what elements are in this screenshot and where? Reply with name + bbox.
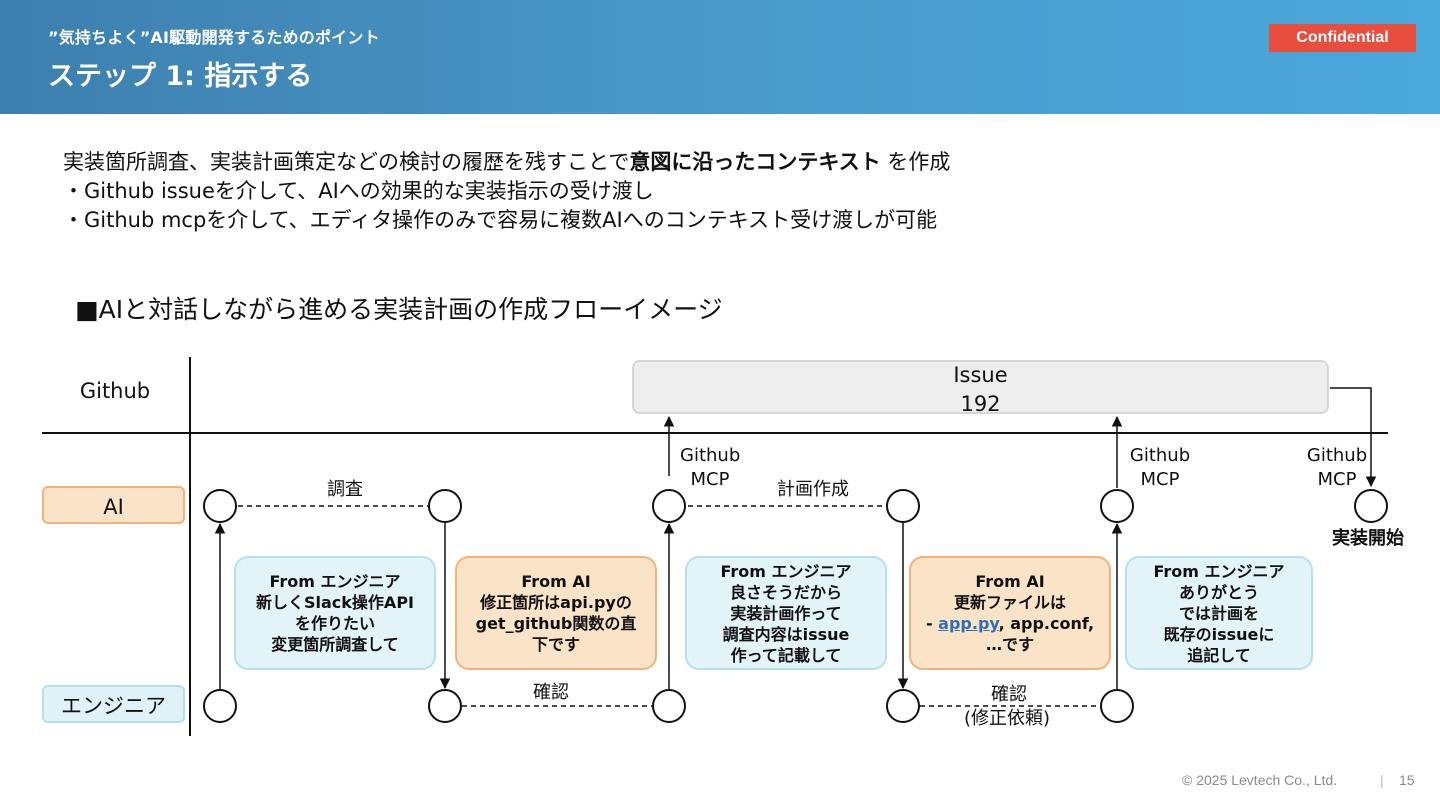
edge-label-plan: 計画作成 [777, 479, 849, 500]
start-implementation-label: 実装開始 [1332, 528, 1404, 549]
mcp-label-3-line-1: Github [1306, 445, 1368, 466]
lane-label-github: Github [79, 379, 151, 403]
node-ai-4 [886, 489, 920, 523]
mcp-label-1: Github MCP [680, 444, 740, 492]
intro-line-2: ・Github issueを介して、AIへの効果的な実装指示の受け渡し [63, 179, 654, 203]
issue-box: Issue 192 [632, 360, 1329, 416]
bubble-3-from: From エンジニア [720, 561, 852, 581]
edge-label-confirm-2-sub: (修正依頼) [964, 708, 1051, 729]
intro-text: 実装箇所調査、実装計画策定などの検討の履歴を残すことで意図に沿ったコンテキスト … [63, 148, 950, 235]
message-bubble-ai-2: From AI 更新ファイルは - app.py, app.conf, …です [909, 556, 1111, 670]
message-bubble-ai-1: From AI 修正箇所はapi.pyの get_github関数の直 下です [455, 556, 657, 670]
issue-number: 192 [960, 392, 1001, 416]
footer-copyright: © 2025 Levtech Co., Ltd. [1182, 772, 1338, 788]
node-ai-6 [1354, 489, 1388, 523]
node-ai-3 [652, 489, 686, 523]
intro-line-1-pre: 実装箇所調査、実装計画策定などの検討の履歴を残すことで [63, 150, 630, 174]
edge-label-confirm-2: 確認 [991, 684, 1027, 705]
intro-line-1: 実装箇所調査、実装計画策定などの検討の履歴を残すことで意図に沿ったコンテキスト … [63, 148, 950, 177]
bubble-2-line-2: get_github関数の直 [475, 614, 637, 633]
bubble-5-line-1: ありがとう [1178, 582, 1259, 602]
bubble-1-line-3: 変更箇所調査して [271, 635, 399, 654]
node-ai-2 [428, 489, 462, 523]
edge-label-confirm-1: 確認 [533, 682, 569, 703]
bubble-5-line-4: 追記して [1187, 645, 1251, 665]
bubble-1-from: From エンジニア [269, 572, 401, 591]
bubble-4-line-2-prefix: - [925, 614, 939, 633]
mcp-label-3-line-2: MCP [1317, 469, 1357, 490]
node-eng-5 [1100, 689, 1134, 723]
bubble-5-line-2: では計画を [1178, 603, 1259, 623]
confidential-badge: Confidential [1269, 24, 1416, 52]
bubble-1-line-2: を作りたい [294, 614, 375, 633]
footer-divider: | [1380, 772, 1384, 788]
message-bubble-engineer-1: From エンジニア 新しくSlack操作API を作りたい 変更箇所調査して [234, 556, 436, 670]
bubble-5-from: From エンジニア [1153, 561, 1285, 581]
message-bubble-engineer-2: From エンジニア 良さそうだから 実装計画作って 調査内容はissue 作っ… [685, 556, 887, 670]
bubble-2-line-3: 下です [531, 635, 580, 654]
intro-line-1-bold: 意図に沿ったコンテキスト [629, 150, 881, 174]
bubble-1-line-1: 新しくSlack操作API [256, 593, 414, 612]
slide-kicker: ”気持ちよく”AI駆動開発するためのポイント [48, 28, 380, 47]
bubble-4-line-2: - app.py, app.conf, [911, 613, 1109, 634]
mcp-label-2-line-1: Github [1129, 445, 1191, 466]
bubble-3-line-1: 良さそうだから [729, 582, 842, 602]
page-number: 15 [1399, 772, 1415, 788]
bubble-3-line-3: 調査内容はissue [722, 624, 850, 644]
bubble-4-from: From AI [975, 572, 1045, 591]
mcp-label-2-line-2: MCP [1140, 469, 1180, 490]
intro-line-3: ・Github mcpを介して、エディタ操作のみで容易に複数AIへのコンテキスト… [63, 208, 938, 232]
node-ai-1 [203, 489, 237, 523]
bubble-2-from: From AI [521, 572, 591, 591]
node-ai-5 [1100, 489, 1134, 523]
arrow-github-to-ai [1330, 387, 1377, 488]
intro-line-1-post: を作成 [880, 150, 951, 174]
flow-title: ■AIと対話しながら進める実装計画の作成フローイメージ [75, 295, 723, 324]
bubble-2-line-1: 修正箇所はapi.pyの [480, 593, 632, 612]
bubble-3-line-4: 作って記載して [730, 645, 842, 665]
app-py-link[interactable]: app.py [938, 614, 999, 633]
bubble-4-line-1: 更新ファイルは [953, 593, 1066, 612]
edge-label-investigate: 調査 [327, 479, 363, 500]
mcp-label-2: Github MCP [1129, 444, 1191, 492]
bubble-4-line-3: …です [985, 635, 1034, 654]
lane-label-engineer: エンジニア [42, 685, 185, 723]
bubble-3-line-2: 実装計画作って [730, 603, 842, 623]
mcp-label-1-line-1: Github [680, 445, 741, 466]
node-eng-1 [203, 689, 237, 723]
message-bubble-engineer-3: From エンジニア ありがとう では計画を 既存のissueに 追記して [1125, 556, 1313, 670]
mcp-label-3: Github MCP [1306, 444, 1368, 492]
mcp-label-1-line-2: MCP [690, 469, 730, 490]
node-eng-2 [428, 689, 462, 723]
bubble-4-line-2-suffix: , app.conf, [998, 614, 1095, 633]
lane-label-ai: AI [42, 486, 185, 524]
bubble-5-line-3: 既存のissueに [1163, 624, 1275, 644]
header-bar: ”気持ちよく”AI駆動開発するためのポイント ステップ 1: 指示する Conf… [0, 0, 1440, 114]
node-eng-4 [886, 689, 920, 723]
slide-title: ステップ 1: 指示する [48, 61, 313, 92]
node-eng-3 [652, 689, 686, 723]
issue-label: Issue [953, 363, 1008, 387]
